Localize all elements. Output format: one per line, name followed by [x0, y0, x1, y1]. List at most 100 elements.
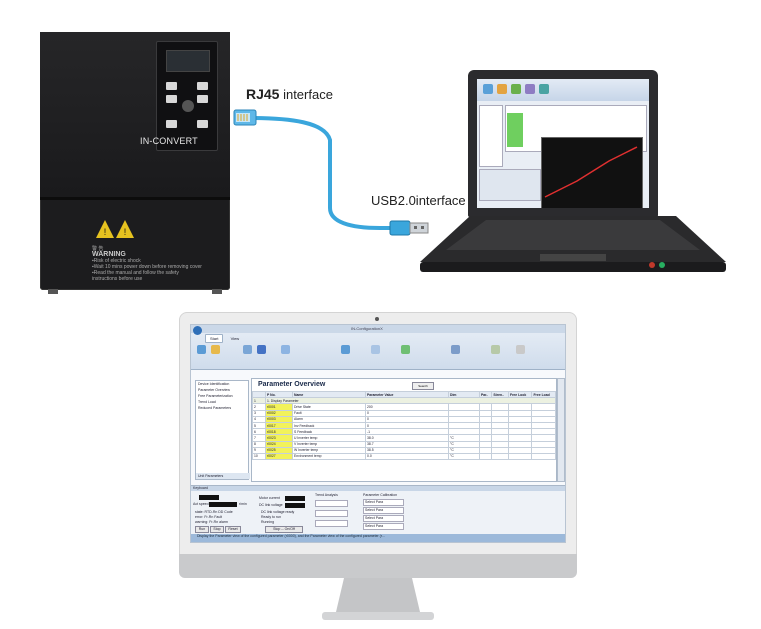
inverter-foot: [212, 289, 222, 294]
inverter-dial: [182, 100, 194, 112]
motor-current-display: [285, 496, 305, 501]
param-name: Environment temp: [292, 452, 366, 461]
param-value: 0.0: [365, 452, 449, 461]
parameter-table: P No. Name Parameter Value Dim Par.. Str…: [252, 390, 556, 461]
open-icon[interactable]: [211, 345, 220, 354]
stop-button[interactable]: Stop: [210, 526, 224, 533]
trend-field[interactable]: [315, 500, 348, 507]
warning-line: ▪Wait 10 mins power down before removing…: [92, 264, 202, 270]
vertical-scrollbar[interactable]: [557, 378, 565, 482]
report-icon[interactable]: [491, 345, 500, 354]
inverter-device: IN-CONVERT ! ! 警 告 WARNING ▪Risk of elec…: [40, 32, 230, 294]
select-para-field[interactable]: Select Para: [363, 515, 404, 522]
svg-text:!: !: [124, 227, 127, 237]
panel-title: Parameter Overview: [258, 381, 326, 388]
tree-item[interactable]: Parameter Overview: [198, 388, 230, 392]
radio-label[interactable]: DC link voltage ready: [261, 510, 295, 514]
state-line: error: Fr-Rn Fault: [195, 515, 223, 519]
inverter-key: [166, 95, 177, 103]
tree-item[interactable]: Trend Load: [198, 400, 216, 404]
inverter-lcd-display: [166, 50, 210, 72]
warning-triangle-icon: ! !: [96, 220, 134, 238]
param-dim: °C: [448, 452, 480, 461]
trend-header: Trend Analysis: [315, 493, 338, 497]
monitor-chin: [179, 554, 577, 578]
row-number: 10: [252, 452, 266, 461]
inverter-foot: [48, 289, 58, 294]
read-icon[interactable]: [243, 345, 252, 354]
reset-button[interactable]: Reset: [225, 526, 241, 533]
trend-field[interactable]: [315, 510, 348, 517]
rj45-label: RJ45 interface: [246, 86, 333, 102]
tree-item[interactable]: Device Identification: [198, 382, 230, 386]
usb-label: USB2.0interface: [371, 193, 466, 208]
inverter-key: [197, 120, 208, 128]
flag-cell[interactable]: [531, 452, 556, 461]
speed-unit: r/min: [239, 502, 247, 506]
search-button[interactable]: Search: [412, 382, 434, 390]
new-icon[interactable]: [197, 345, 206, 354]
ribbon: IN-ConfigurationX Start View: [191, 325, 565, 370]
dc-voltage-display: [285, 503, 305, 508]
select-para-field[interactable]: Select Para: [363, 507, 404, 514]
laptop-base: [420, 216, 726, 272]
write-icon[interactable]: [257, 345, 266, 354]
keypad-panel: Keyboard Act speed r/min state: RTD-Rn D…: [191, 485, 565, 534]
tab-view[interactable]: View: [230, 336, 240, 341]
inverter-key: [166, 82, 177, 90]
radio-label[interactable]: Running: [261, 520, 275, 524]
software-window: IN-ConfigurationX Start View Device Iden…: [190, 324, 566, 543]
param-number: r0027: [265, 452, 293, 461]
trend-icon[interactable]: [371, 345, 380, 354]
status-bar: Display the Parameter view of the config…: [191, 534, 565, 542]
tree-item[interactable]: Free Parameterization: [198, 394, 233, 398]
tree-footer[interactable]: Unit Parameters: [196, 473, 250, 479]
state-line: state: RTD-Rn DD Code: [195, 510, 233, 514]
select-para-field[interactable]: Select Para: [363, 523, 404, 530]
keypad-title: Keyboard: [193, 486, 208, 490]
inverter-key: [197, 82, 208, 90]
laptop-screen: [468, 70, 658, 217]
run-button[interactable]: Run: [195, 526, 209, 533]
title-bar: IN-ConfigurationX: [191, 325, 565, 333]
compare-icon[interactable]: [451, 345, 460, 354]
status-text: Display the Parameter view of the config…: [197, 534, 385, 538]
inverter-keys: [166, 82, 208, 138]
tree-item[interactable]: Reduced Parameters: [198, 406, 232, 410]
trend-field[interactable]: [315, 520, 348, 527]
act-speed-display: [209, 502, 237, 507]
state-line: warning: Fr-Rn alarm: [195, 520, 228, 524]
download-icon[interactable]: [341, 345, 350, 354]
digit-display: [199, 495, 219, 500]
flag-cell[interactable]: [478, 452, 493, 461]
parameter-icon[interactable]: [281, 345, 290, 354]
warning-line: ▪Read the manual and follow the safety i…: [92, 270, 179, 282]
warning-en: WARNING: [92, 251, 126, 258]
radio-label[interactable]: Ready to run: [261, 515, 282, 519]
keypad-header: Keyboard: [191, 486, 565, 491]
flag-cell[interactable]: [491, 452, 509, 461]
ribbon-tabs: Start View: [205, 334, 245, 343]
calib-header: Parameter Calibration: [363, 493, 398, 497]
warning-cn: 警 告: [92, 246, 104, 252]
app-title: IN-ConfigurationX: [351, 326, 383, 331]
monitor-icon[interactable]: [401, 345, 410, 354]
tab-start[interactable]: Start: [205, 334, 224, 343]
motor-current-label: Motor current: [259, 496, 280, 500]
project-tree: Device Identification Parameter Overview…: [195, 380, 250, 480]
select-para-field[interactable]: Select Para: [363, 499, 404, 506]
flag-cell[interactable]: [507, 452, 533, 461]
inverter-key: [197, 95, 208, 103]
parameter-grid: Parameter Overview Search P No. Name Par…: [251, 378, 557, 482]
inverter-keypad-panel: [156, 41, 218, 151]
app-menu-icon[interactable]: [193, 326, 202, 335]
rj45-label-rest: interface: [279, 87, 333, 102]
stop-onoff-button[interactable]: Stop -- On/Off: [265, 526, 303, 533]
rj45-label-strong: RJ45: [246, 86, 280, 102]
help-icon[interactable]: [516, 345, 525, 354]
